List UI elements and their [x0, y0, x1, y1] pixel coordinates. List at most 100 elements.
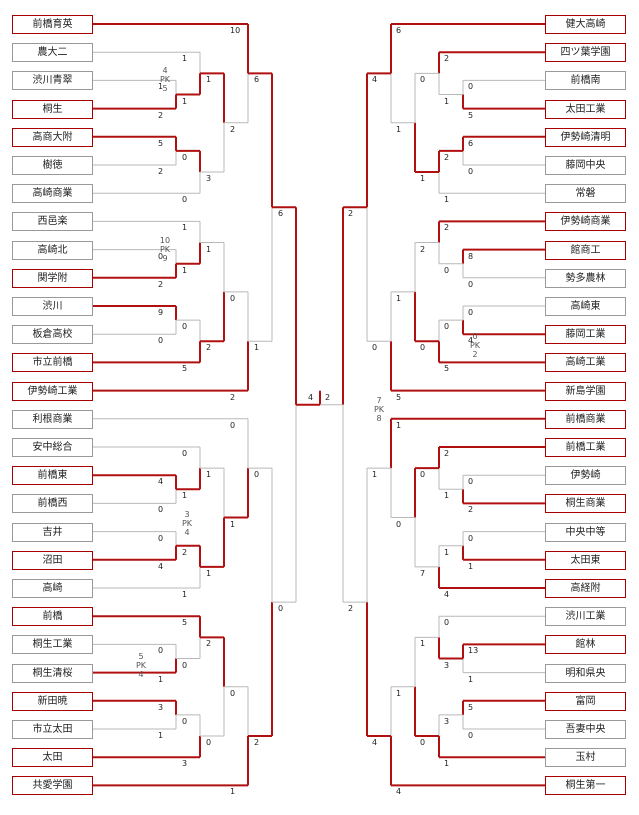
- match-score: 2: [420, 244, 426, 254]
- team-right: 伊勢崎商業: [545, 212, 626, 232]
- match-score: 2: [206, 639, 212, 649]
- team-left: 安中総合: [12, 438, 93, 457]
- match-score: 0: [230, 293, 236, 303]
- match-score: 0: [182, 660, 188, 670]
- match-score: 2: [158, 110, 164, 120]
- match-score: 1: [420, 174, 426, 184]
- match-score: 0: [468, 82, 474, 92]
- team-right: 太田東: [545, 550, 626, 570]
- match-score: 6: [468, 138, 474, 148]
- match-score: 1: [230, 519, 236, 529]
- match-score: 0: [158, 336, 164, 346]
- match-score: 0: [468, 731, 474, 740]
- match-score: 6: [396, 26, 402, 35]
- team-right: 高崎工業: [545, 353, 626, 373]
- match-score: 0: [444, 618, 450, 628]
- pk-label: 10 PK 9: [159, 236, 171, 263]
- match-score: 0: [182, 322, 188, 332]
- team-right: 明和県央: [545, 663, 626, 683]
- final-score-left: 4: [308, 392, 314, 402]
- team-right: 館林: [545, 635, 626, 655]
- match-score: 1: [182, 491, 188, 501]
- match-score: 1: [444, 759, 450, 769]
- team-right: 藤岡中央: [545, 156, 626, 175]
- team-left: 市立前橋: [12, 353, 93, 373]
- match-score: 0: [420, 343, 426, 353]
- team-right: 中央中等: [545, 522, 626, 542]
- team-left: 渋川青翠: [12, 71, 93, 91]
- match-score: 0: [158, 646, 164, 656]
- match-score: 5: [158, 138, 164, 148]
- match-score: 1: [444, 195, 450, 205]
- match-score: 1: [206, 244, 212, 254]
- match-score: 2: [348, 604, 354, 614]
- match-score: 2: [468, 505, 474, 515]
- team-left: 利根商業: [12, 409, 93, 429]
- team-right: 新島学園: [545, 381, 626, 401]
- team-right: 健大高崎: [545, 15, 626, 34]
- match-score: 0: [396, 519, 402, 529]
- team-left: 沼田: [12, 550, 93, 570]
- team-right: 桐生商業: [545, 494, 626, 514]
- match-score: 1: [468, 674, 474, 684]
- match-score: 2: [206, 343, 212, 353]
- match-score: 2: [230, 124, 236, 134]
- match-score: 3: [158, 702, 164, 712]
- match-score: 1: [230, 787, 236, 797]
- match-score: 1: [206, 568, 212, 578]
- match-score: 8: [468, 251, 474, 261]
- team-left: 共愛学園: [12, 776, 93, 796]
- team-left: 板倉高校: [12, 325, 93, 345]
- match-score: 2: [182, 547, 188, 557]
- match-score: 1: [158, 731, 164, 740]
- team-right: 前橋南: [545, 71, 626, 91]
- match-score: 1: [396, 124, 402, 134]
- match-score: 0: [158, 533, 164, 543]
- match-score: 2: [444, 152, 450, 162]
- match-score: 0: [468, 308, 474, 317]
- match-score: 0: [468, 279, 474, 289]
- team-left: 伊勢崎工業: [12, 381, 93, 401]
- team-left: 新田暁: [12, 691, 93, 711]
- match-score: 1: [158, 82, 164, 92]
- match-score: 0: [206, 738, 212, 748]
- match-score: 1: [182, 54, 188, 64]
- match-score: 5: [182, 364, 188, 374]
- match-score: 4: [158, 561, 164, 571]
- team-right: 常磐: [545, 184, 626, 204]
- match-score: 3: [182, 759, 188, 769]
- match-score: 0: [420, 75, 426, 85]
- team-left: 桐生清桜: [12, 663, 93, 683]
- match-score: 4: [396, 787, 402, 797]
- match-score: 1: [396, 420, 402, 430]
- pk-label: 3 PK 4: [181, 510, 193, 537]
- team-right: 吾妻中央: [545, 720, 626, 739]
- match-score: 0: [372, 343, 378, 353]
- match-score: 4: [372, 75, 378, 85]
- team-left: 高商大附: [12, 127, 93, 147]
- team-right: 太田工業: [545, 99, 626, 119]
- final-score-left: 2: [325, 392, 331, 402]
- match-score: 6: [278, 209, 284, 219]
- pk-label: 4 PK 5: [159, 66, 171, 93]
- match-score: 4: [444, 590, 450, 599]
- team-right: 伊勢崎清明: [545, 127, 626, 147]
- team-right: 高崎東: [545, 297, 626, 316]
- team-left: 高崎: [12, 579, 93, 598]
- match-score: 0: [182, 195, 188, 205]
- match-score: 0: [158, 251, 164, 261]
- match-score: 1: [182, 223, 188, 233]
- match-score: 1: [158, 674, 164, 684]
- team-left: 市立太田: [12, 720, 93, 739]
- match-score: 2: [348, 209, 354, 219]
- team-left: 樹徳: [12, 156, 93, 175]
- team-right: 藤岡工業: [545, 325, 626, 345]
- match-score: 0: [230, 688, 236, 698]
- match-score: 0: [468, 167, 474, 176]
- match-score: 0: [182, 716, 188, 726]
- match-score: 0: [420, 470, 426, 480]
- match-score: 0: [468, 477, 474, 487]
- team-right: 渋川工業: [545, 607, 626, 627]
- team-left: 関学附: [12, 268, 93, 288]
- match-score: 1: [254, 343, 260, 353]
